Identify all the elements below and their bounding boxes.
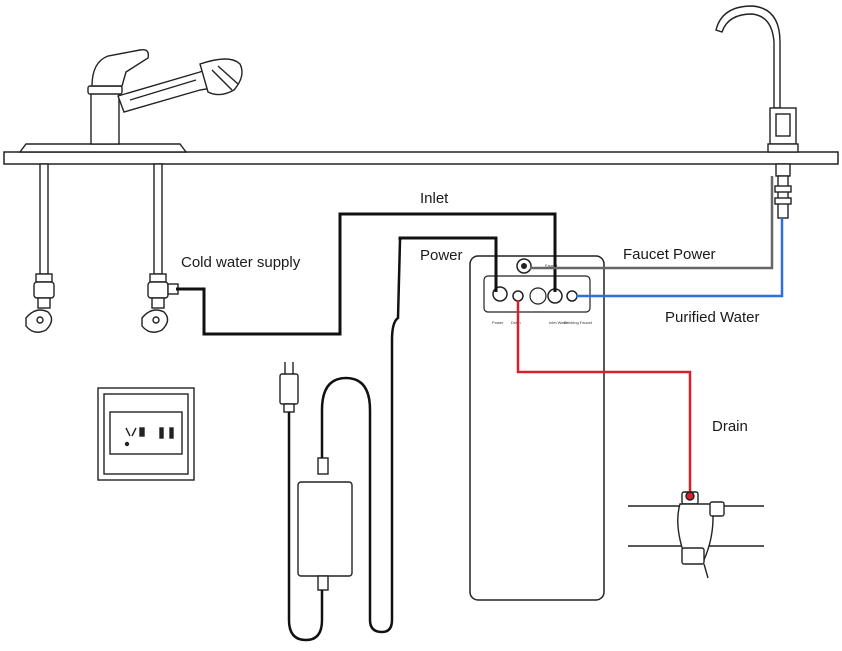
drain-line (516, 300, 692, 496)
port-label-power: Power (492, 320, 504, 325)
power-line (398, 236, 498, 292)
purified-water-line (576, 218, 784, 298)
label-cold-water-supply: Cold water supply (181, 254, 301, 271)
wall-outlet (97, 387, 195, 481)
port-label-faucet-top: Faucet (545, 263, 558, 268)
drinking-faucet-port (566, 290, 578, 302)
port-label-drain: Drain (511, 320, 521, 325)
label-drain: Drain (712, 418, 748, 435)
faucet-power-line (530, 176, 774, 270)
port-label-inlet-water: Inlet Water (549, 320, 569, 325)
label-purified-water: Purified Water (665, 309, 759, 326)
drain-clamp (628, 491, 764, 579)
purifier-unit: Faucet Power Drain Inlet Water Drinking … (469, 255, 605, 601)
label-power: Power (420, 247, 463, 264)
supply-pipes (25, 163, 179, 333)
power-adapter (279, 239, 402, 642)
drinking-faucet (715, 5, 799, 219)
countertop (3, 151, 839, 165)
port-label-drinking-faucet: Drinking Faucet (564, 320, 593, 325)
kitchen-faucet (18, 48, 243, 153)
drain-port (512, 290, 524, 302)
label-inlet: Inlet (420, 190, 449, 207)
label-faucet-power: Faucet Power (623, 246, 716, 263)
inlet-line (176, 212, 557, 336)
